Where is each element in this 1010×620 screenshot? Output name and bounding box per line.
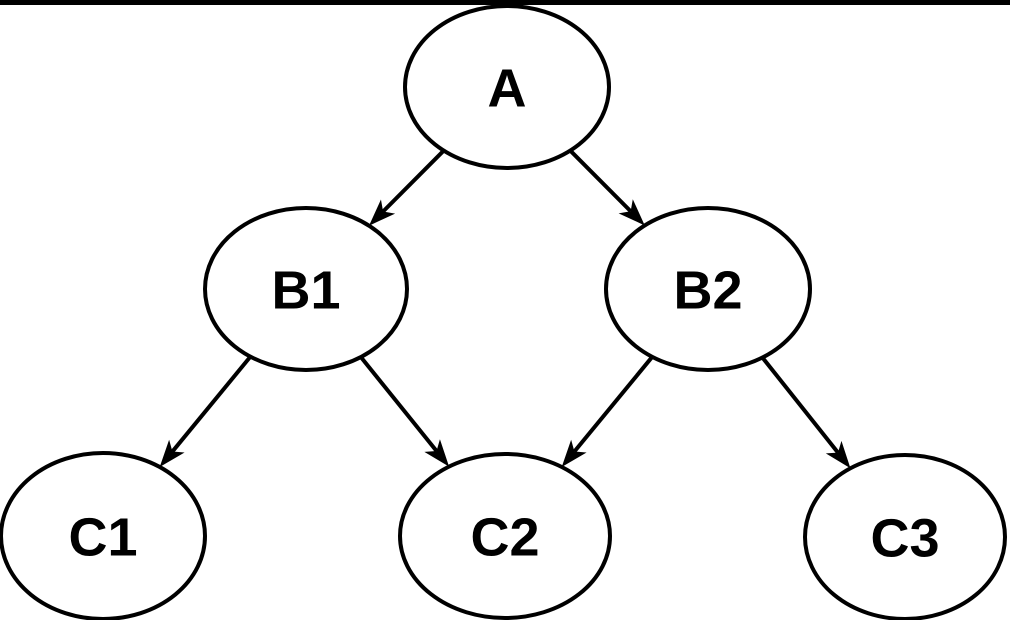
node-B1-label: B1 [271, 260, 340, 320]
node-C1-label: C1 [68, 507, 137, 567]
node-B1-ellipse [203, 206, 409, 372]
node-C3-label: C3 [870, 508, 939, 568]
edge-line-B1-C1 [170, 355, 252, 453]
node-C1-ellipse [0, 451, 207, 620]
node-A-label: A [488, 58, 527, 118]
arrowhead-icon [368, 199, 396, 226]
node-C2-ellipse [398, 452, 612, 620]
edge-A-B2 [568, 149, 645, 226]
edge-line-B2-C3 [760, 356, 840, 454]
edge-line-B2-C2 [572, 355, 654, 453]
arrowhead-icon [159, 439, 185, 468]
edge-B1-C1 [159, 355, 252, 468]
edge-line-A-B1 [381, 149, 446, 213]
top-border-bar [0, 0, 1010, 5]
node-C2: C2 [398, 452, 612, 620]
arrowhead-icon [825, 440, 851, 469]
edge-B2-C2 [561, 355, 654, 467]
node-A-ellipse [403, 4, 611, 170]
edge-B1-C2 [359, 355, 450, 467]
node-C3: C3 [803, 453, 1007, 620]
node-A: A [403, 4, 611, 170]
arrowhead-icon [424, 439, 450, 467]
edge-B2-C3 [760, 356, 851, 469]
node-B2-label: B2 [673, 260, 742, 320]
node-C1: C1 [0, 451, 207, 620]
node-C2-label: C2 [470, 507, 539, 567]
edge-line-B1-C2 [359, 355, 439, 453]
arrowhead-icon [561, 439, 587, 467]
arrowhead-icon [618, 199, 645, 226]
node-B2-ellipse [604, 206, 812, 372]
node-B1: B1 [203, 206, 409, 372]
edge-A-B1 [368, 149, 446, 226]
node-C3-ellipse [803, 453, 1007, 620]
edge-line-A-B2 [568, 149, 633, 213]
node-B2: B2 [604, 206, 812, 372]
